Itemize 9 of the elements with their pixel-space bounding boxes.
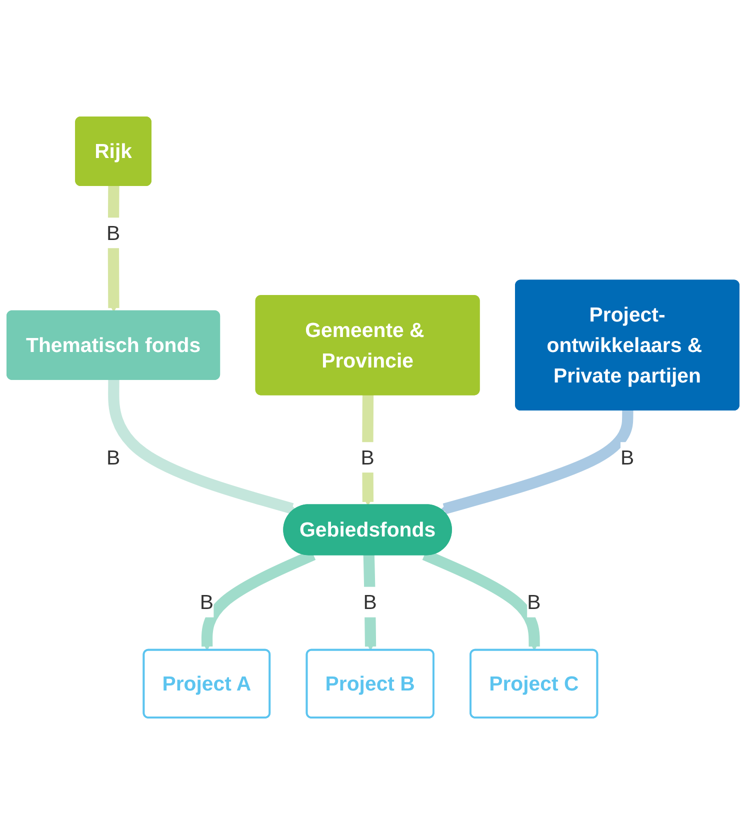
edge-label: B	[527, 590, 541, 614]
edge-label: B	[363, 590, 377, 614]
edge-label: B	[200, 590, 214, 614]
edge-label: B	[106, 220, 120, 244]
edge-label: B	[360, 445, 374, 468]
edge-label: B	[620, 445, 634, 468]
arrow	[440, 410, 634, 514]
arrow	[108, 378, 296, 514]
edge-label: B	[106, 445, 120, 468]
